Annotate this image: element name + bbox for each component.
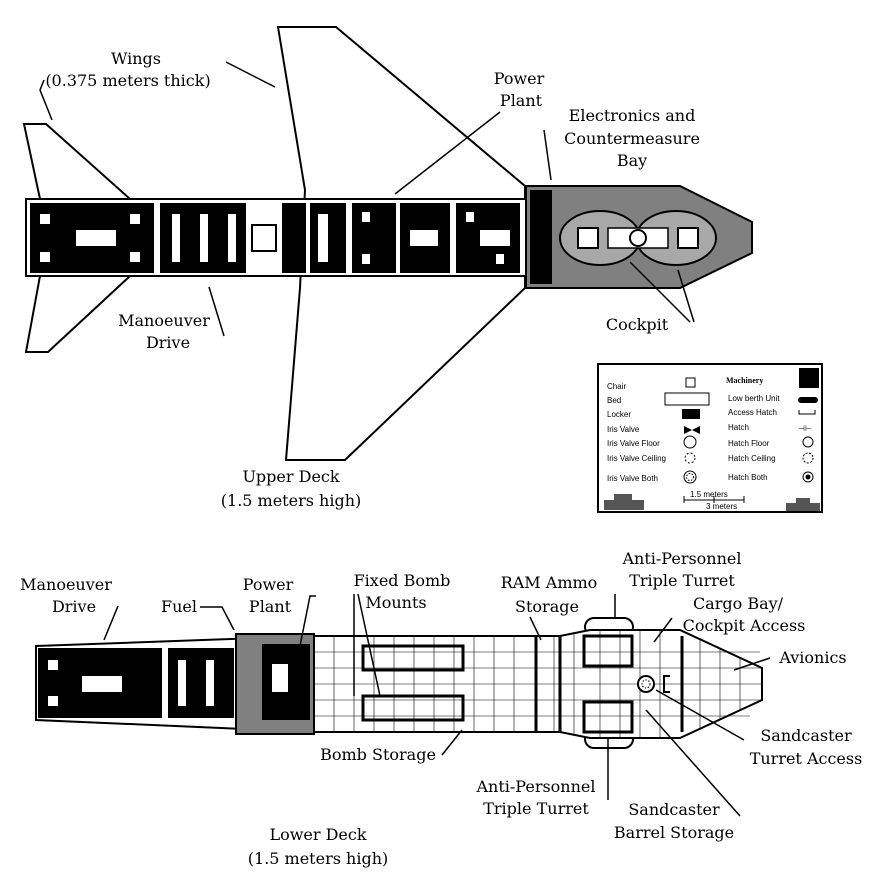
label-upper-deck-height: (1.5 meters high) bbox=[221, 491, 361, 510]
label-wings: Wings bbox=[111, 49, 161, 68]
turret-room-bottom bbox=[582, 700, 634, 734]
legend-bed: Bed bbox=[607, 396, 621, 405]
label-fuel: Fuel bbox=[161, 597, 197, 616]
turret-room-top bbox=[582, 634, 634, 668]
bomb-bay-grid bbox=[314, 630, 762, 738]
cockpit-pods bbox=[559, 210, 717, 266]
legend-hatch: Hatch bbox=[728, 423, 749, 432]
label-upper-deck: Upper Deck bbox=[242, 467, 339, 486]
label-avionics: Avionics bbox=[778, 648, 846, 667]
power-plant-machinery bbox=[282, 203, 520, 273]
legend-vehicle-left bbox=[604, 494, 644, 510]
legend-hatch-floor: Hatch Floor bbox=[728, 439, 770, 448]
upper-deck: Wings (0.375 meters thick) Power Plant E… bbox=[22, 26, 753, 510]
legend-iris-valve-ceiling: Iris Valve Ceiling bbox=[607, 454, 666, 463]
label-fixed-bomb: Fixed Bomb bbox=[354, 571, 451, 590]
lower-manoeuver-drive bbox=[38, 648, 234, 718]
label-lower-power: Power bbox=[243, 575, 294, 594]
scale-label-15: 1.5 meters bbox=[690, 490, 728, 499]
label-ap-top-1: Anti-Personnel bbox=[621, 549, 741, 568]
label-sandcaster-access-2: Turret Access bbox=[750, 749, 863, 768]
label-wings-thick: (0.375 meters thick) bbox=[45, 71, 210, 90]
bomb-mount-top bbox=[361, 644, 465, 672]
label-cargo-1: Cargo Bay/ bbox=[693, 594, 784, 613]
legend-chair: Chair bbox=[607, 382, 626, 391]
legend-iris-valve: Iris Valve bbox=[607, 425, 640, 434]
cockpit-chair-right bbox=[677, 227, 699, 249]
label-lower-plant: Plant bbox=[249, 597, 292, 616]
label-elec-1: Electronics and bbox=[569, 106, 696, 125]
label-cargo-2: Cockpit Access bbox=[683, 616, 806, 635]
legend-vehicle-right bbox=[786, 498, 820, 511]
label-storage: Storage bbox=[515, 597, 579, 616]
label-ap-bottom-1: Anti-Personnel bbox=[475, 777, 595, 796]
lower-deck: Manoeuver Drive Fuel Power Plant Fixed B… bbox=[20, 549, 862, 868]
label-sandcaster-access-1: Sandcaster bbox=[760, 726, 852, 745]
label-lower-drive: Drive bbox=[52, 597, 96, 616]
upper-small-room bbox=[251, 224, 277, 252]
lower-leaders bbox=[103, 593, 771, 817]
sandcaster-access-hatch bbox=[637, 675, 655, 693]
legend: Chair Bed Locker Iris Valve Iris Valve F… bbox=[597, 363, 823, 513]
label-lower-manoeuver: Manoeuver bbox=[20, 575, 112, 594]
legend-iris-valve-floor: Iris Valve Floor bbox=[607, 439, 660, 448]
label-drive: Drive bbox=[146, 333, 190, 352]
legend-locker: Locker bbox=[607, 410, 631, 419]
manoeuver-drive-machinery bbox=[30, 203, 246, 273]
scale-label-3: 3 meters bbox=[706, 502, 737, 511]
legend-iris-valve-both: Iris Valve Both bbox=[607, 474, 658, 483]
label-ram-ammo: RAM Ammo bbox=[501, 573, 598, 592]
label-sandcaster-barrel-1: Sandcaster bbox=[628, 800, 720, 819]
label-elec-2: Countermeasure bbox=[564, 129, 700, 148]
label-ap-bottom-2: Triple Turret bbox=[483, 799, 589, 818]
upper-leaders bbox=[39, 61, 695, 337]
label-ap-top-2: Triple Turret bbox=[629, 571, 735, 590]
label-plant: Plant bbox=[500, 91, 543, 110]
label-manoeuver: Manoeuver bbox=[118, 311, 210, 330]
label-bomb-storage: Bomb Storage bbox=[320, 745, 436, 764]
legend-hatch-ceiling: Hatch Ceiling bbox=[728, 454, 776, 463]
label-mounts: Mounts bbox=[365, 593, 426, 612]
bomb-mount-bottom bbox=[361, 694, 465, 722]
scale-bar: 1.5 meters 3 meters bbox=[683, 490, 745, 511]
label-lower-deck-height: (1.5 meters high) bbox=[248, 849, 388, 868]
label-sandcaster-barrel-2: Barrel Storage bbox=[614, 823, 734, 842]
legend-access-hatch: Access Hatch bbox=[728, 408, 777, 417]
cockpit-access-hatch bbox=[663, 675, 670, 693]
legend-machinery: Machinery bbox=[726, 376, 763, 385]
hatch-symbol: ⊣⊢ bbox=[798, 424, 812, 433]
legend-low-berth: Low berth Unit bbox=[728, 394, 780, 403]
rear-fin-bottom bbox=[24, 275, 133, 353]
rear-fin-top bbox=[22, 123, 133, 200]
label-cockpit: Cockpit bbox=[606, 315, 669, 334]
legend-hatch-both: Hatch Both bbox=[728, 473, 768, 482]
iris-valve bbox=[629, 229, 647, 247]
label-power: Power bbox=[494, 69, 545, 88]
cockpit-chair-left bbox=[577, 227, 599, 249]
label-elec-3: Bay bbox=[617, 151, 647, 170]
electronics-bay bbox=[530, 190, 552, 284]
label-lower-deck: Lower Deck bbox=[269, 825, 366, 844]
